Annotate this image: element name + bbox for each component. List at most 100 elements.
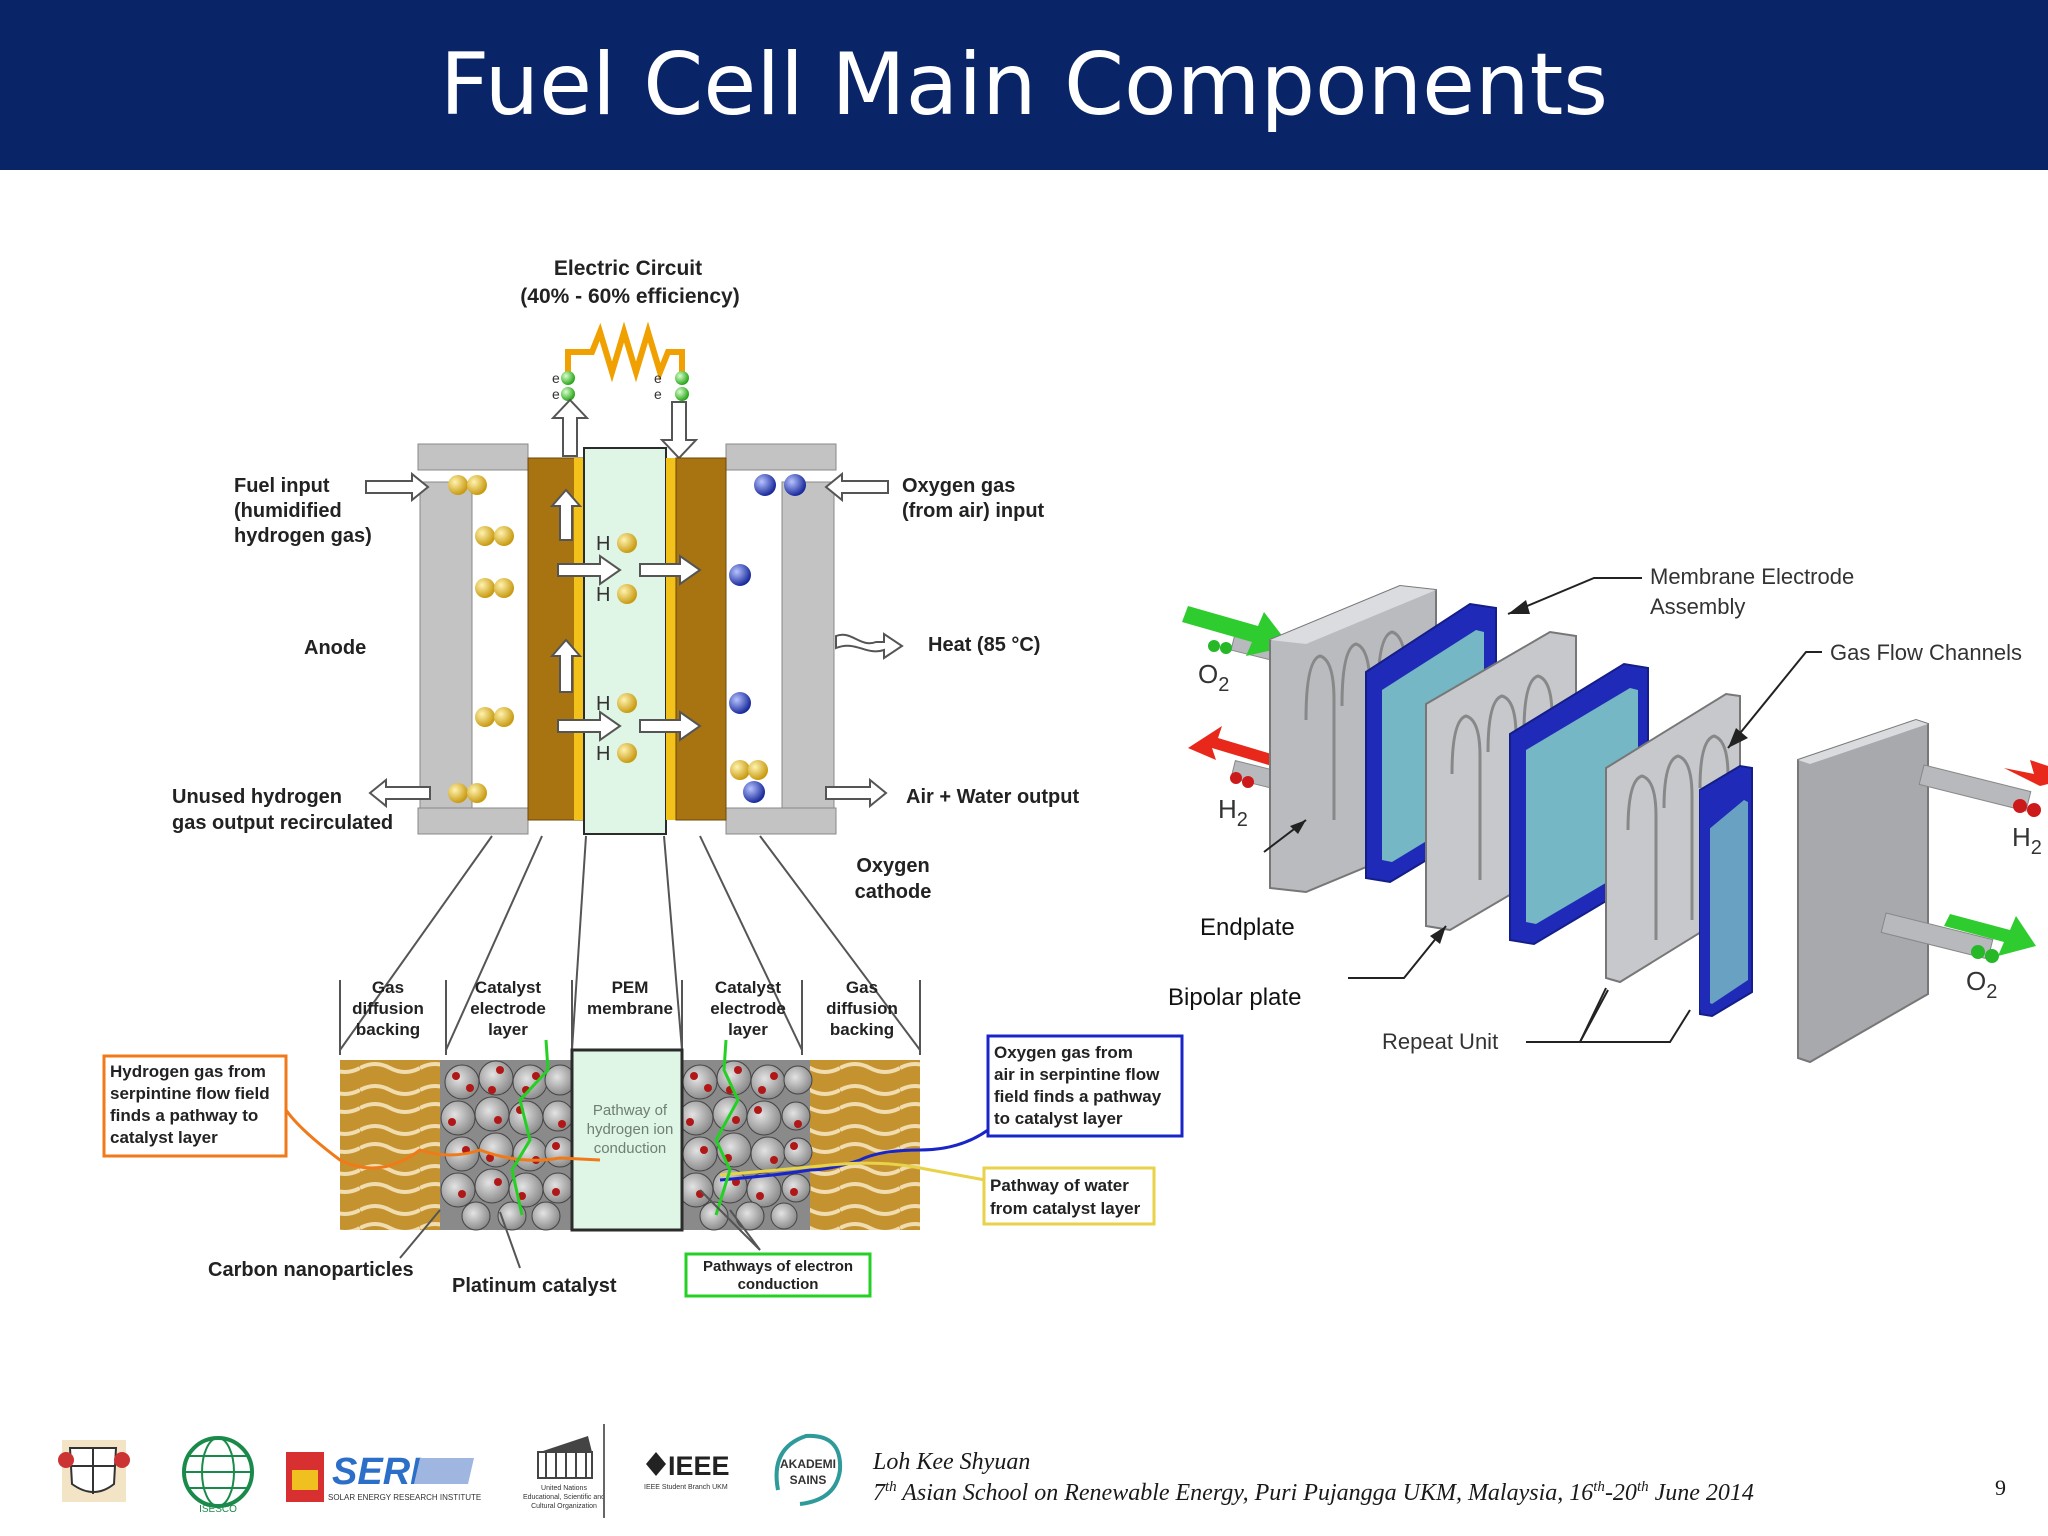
- title-bar: [0, 0, 2048, 170]
- layer-label-gdl-anode: Gas: [372, 978, 404, 997]
- svg-text:electrode: electrode: [470, 999, 546, 1018]
- svg-text:gas output recirculated: gas output recirculated: [172, 812, 393, 834]
- oxygen-pathway-label: Oxygen gas from air in serpintine flow f…: [994, 1043, 1162, 1128]
- cathode-gdl-section: [810, 1060, 920, 1230]
- cathode-plate-top: [725, 443, 837, 471]
- water-pathway-box: [982, 1166, 1156, 1226]
- hydrogen-molecules: [448, 475, 768, 803]
- protons: H H H H: [596, 533, 637, 765]
- electron-symbol: e: [552, 370, 560, 386]
- slide-title: Fuel Cell Main Components: [439, 35, 1609, 135]
- heat-label: Heat (85 °C): [928, 634, 1040, 656]
- page-number: 9: [1995, 1475, 2006, 1500]
- external-electrons: e e e e: [552, 370, 689, 402]
- svg-text:Pathways of electron: Pathways of electron: [703, 1258, 853, 1275]
- proton-symbol: H: [596, 743, 610, 765]
- anode-catalyst-strip: [574, 458, 584, 820]
- electron-symbol: e: [552, 386, 560, 402]
- svg-text:field finds a pathway: field finds a pathway: [994, 1087, 1162, 1106]
- anode-plate-bottom: [417, 807, 529, 835]
- svg-text:finds a pathway to: finds a pathway to: [110, 1106, 258, 1125]
- svg-text:conduction: conduction: [738, 1276, 819, 1293]
- svg-text:diffusion: diffusion: [826, 999, 898, 1018]
- svg-text:to catalyst layer: to catalyst layer: [994, 1109, 1123, 1128]
- svg-text:serpintine flow field: serpintine flow field: [110, 1084, 270, 1103]
- zoom-lines: [339, 835, 921, 1055]
- layer-label-catalyst-anode: Catalyst: [475, 978, 541, 997]
- air-water-output-label: Air + Water output: [906, 786, 1079, 808]
- carbon-nanoparticles-label: Carbon nanoparticles: [208, 1259, 414, 1281]
- svg-text:layer: layer: [728, 1020, 768, 1039]
- electron-path-anode: [510, 1039, 550, 1216]
- layer-labels: Gas diffusion backing Catalyst electrode…: [352, 978, 898, 1039]
- svg-text:(humidified: (humidified: [234, 500, 342, 522]
- svg-text:Pathway of: Pathway of: [593, 1102, 668, 1119]
- svg-text:conduction: conduction: [594, 1140, 667, 1157]
- svg-text:catalyst layer: catalyst layer: [110, 1128, 218, 1147]
- svg-text:backing: backing: [356, 1020, 420, 1039]
- fuel-input-label: Fuel input (humidified hydrogen gas): [234, 475, 372, 547]
- layer-label-gdl-cathode: Gas: [846, 978, 878, 997]
- oxygen-molecules: [729, 474, 806, 803]
- hydrogen-path-line: [284, 1109, 601, 1170]
- anode-label: Anode: [304, 637, 366, 659]
- anode-gdl-section: [340, 1060, 446, 1230]
- water-pathway-label: Pathway of water from catalyst layer: [990, 1176, 1141, 1218]
- svg-text:Oxygen gas: Oxygen gas: [902, 475, 1015, 497]
- unused-hydrogen-label: Unused hydrogen gas output recirculated: [172, 786, 393, 834]
- svg-text:cathode: cathode: [855, 881, 932, 903]
- svg-text:Fuel input: Fuel input: [234, 475, 330, 497]
- svg-text:Oxygen: Oxygen: [856, 855, 929, 877]
- svg-text:(from air) input: (from air) input: [902, 500, 1045, 522]
- proton-symbol: H: [596, 693, 610, 715]
- oxygen-path-line: [719, 1128, 989, 1182]
- oxygen-cathode-label: Oxygen cathode: [855, 855, 932, 903]
- oxygen-input-label: Oxygen gas (from air) input: [902, 475, 1045, 522]
- hydrogen-pathway-box: [102, 1054, 288, 1158]
- unused-hydrogen-arrow: [368, 777, 431, 809]
- cathode-plate-bottom: [725, 807, 837, 835]
- platinum-catalyst-label: Platinum catalyst: [452, 1275, 617, 1297]
- efficiency-label: (40% - 60% efficiency): [520, 285, 739, 308]
- svg-text:Unused hydrogen: Unused hydrogen: [172, 786, 342, 808]
- platinum-particles: [448, 1066, 802, 1200]
- footer-author: Loh Kee Shyuan: [873, 1449, 1031, 1475]
- layer-label-pem: PEM: [612, 978, 649, 997]
- electron-pathway-box: [684, 1252, 872, 1298]
- svg-text:Hydrogen gas from: Hydrogen gas from: [110, 1062, 266, 1081]
- air-water-output-arrow: [825, 777, 888, 809]
- anode-plate-top: [417, 443, 529, 471]
- pem-membrane: [583, 447, 667, 835]
- electron-symbol: e: [654, 370, 662, 386]
- oxygen-pathway-box: [986, 1034, 1184, 1138]
- svg-text:from catalyst layer: from catalyst layer: [990, 1199, 1141, 1218]
- anode-plate: [419, 481, 473, 813]
- proton-symbol: H: [596, 584, 610, 606]
- electron-out-arrow: [550, 398, 590, 457]
- electric-circuit-label: Electric Circuit: [554, 257, 702, 280]
- svg-text:diffusion: diffusion: [352, 999, 424, 1018]
- electron-path-cathode: [714, 1039, 740, 1216]
- water-path-line: [719, 1161, 986, 1182]
- svg-text:air in serpintine flow: air in serpintine flow: [994, 1065, 1160, 1084]
- ion-pathway-label: Pathway of hydrogen ion conduction: [587, 1102, 674, 1157]
- layer-label-catalyst-cathode: Catalyst: [715, 978, 781, 997]
- oxygen-input-arrow: [824, 471, 889, 503]
- hydrogen-pathway-label: Hydrogen gas from serpintine flow field …: [110, 1062, 270, 1147]
- resistor-wire: [565, 321, 685, 383]
- footer-event: 7th Asian School on Renewable Energy, Pu…: [873, 1479, 1754, 1506]
- svg-text:membrane: membrane: [587, 999, 673, 1018]
- electron-pathways-label: Pathways of electron conduction: [703, 1258, 853, 1293]
- electron-symbol: e: [654, 386, 662, 402]
- cathode-catalyst-strip: [666, 458, 676, 820]
- cathode-plate: [781, 481, 835, 813]
- svg-text:Oxygen gas from: Oxygen gas from: [994, 1043, 1133, 1062]
- electron-in-arrow: [659, 401, 699, 460]
- proton-flow-arrows: [549, 488, 702, 742]
- svg-text:Pathway of water: Pathway of water: [990, 1176, 1129, 1195]
- heat-arrow: [835, 632, 904, 660]
- fuel-input-arrow: [365, 471, 430, 503]
- svg-text:hydrogen ion: hydrogen ion: [587, 1121, 674, 1138]
- cathode-electrode: [675, 457, 727, 821]
